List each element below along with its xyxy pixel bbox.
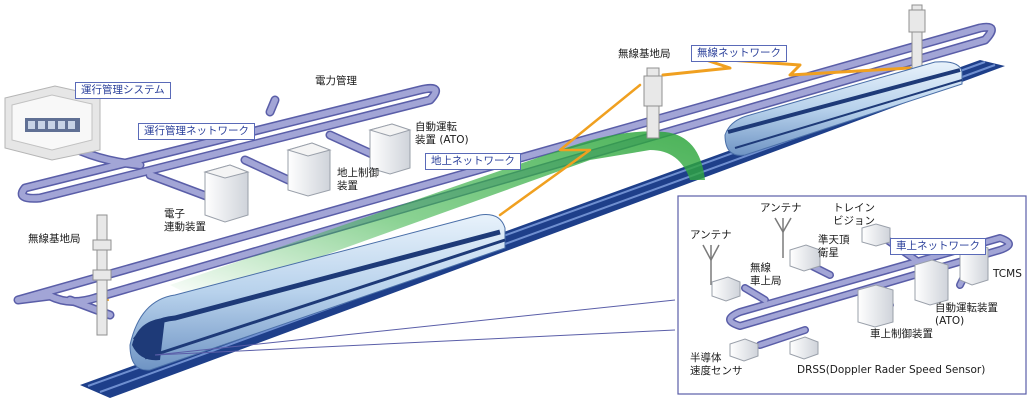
antenna-mid-label: アンテナ — [760, 202, 802, 214]
ground-ctrl-label-line2: 装置 — [337, 180, 358, 192]
drss-box — [789, 336, 819, 360]
onboard-ato-box — [914, 259, 949, 306]
radio-station-left-label: 無線基地局 — [28, 233, 81, 245]
onboard-radio-box — [711, 276, 741, 302]
ground-ato-label-line1: 自動運転 — [415, 121, 457, 133]
tower-middle — [643, 67, 663, 139]
ground-ato-box — [368, 123, 412, 175]
ground-network-label: 地上ネットワーク — [425, 153, 521, 170]
train-near — [129, 214, 506, 371]
antenna-left-label: アンテナ — [690, 229, 732, 241]
train-vision-label-line1: トレイン — [833, 202, 875, 214]
onboard-ato-label: 自動運転装置 (ATO) — [935, 302, 998, 328]
power-mgmt-label: 電力管理 — [315, 75, 357, 87]
antenna-mid-icon — [774, 217, 792, 258]
callout-lines — [154, 299, 676, 356]
ground-network-band — [170, 131, 705, 300]
speed-sensor-label: 半導体 速度センサ — [690, 352, 743, 378]
onboard-radio-label-line2: 車上局 — [750, 275, 782, 287]
ground-control-box — [286, 142, 332, 197]
radio-towers — [92, 4, 926, 336]
onboard-network-label: 車上ネットワーク — [890, 238, 986, 255]
qzss-label-line2: 衛星 — [818, 247, 839, 259]
onboard-radio-label: 無線 車上局 — [750, 262, 782, 288]
wireless-network-label: 無線ネットワーク — [691, 45, 787, 62]
ground-equipment — [203, 123, 412, 223]
interlocking-box — [203, 164, 250, 223]
ground-ctrl-label: 地上制御 装置 — [337, 167, 379, 193]
train-vision-label: トレイン ビジョン — [833, 202, 875, 228]
ground-ctrl-label-line1: 地上制御 — [337, 167, 379, 179]
train-far — [724, 61, 963, 156]
qzss-label-line1: 準天頂 — [818, 234, 850, 246]
radio-station-top-label: 無線基地局 — [618, 48, 671, 60]
onboard-ato-label-line2: (ATO) — [935, 315, 965, 327]
interlock-label: 電子 連動装置 — [164, 208, 206, 234]
onboard-ctrl-box — [857, 284, 894, 328]
speed-sensor-label-line1: 半導体 — [690, 352, 722, 364]
tcms-label: TCMS — [993, 268, 1022, 280]
ground-ato-label: 自動運転 装置 (ATO) — [415, 121, 469, 147]
interlock-label-line1: 電子 — [164, 208, 185, 220]
onboard-ctrl-label: 車上制御装置 — [870, 328, 933, 340]
speed-sensor-box — [729, 338, 759, 362]
traffic-mgmt-network-label: 運行管理ネットワーク — [138, 123, 255, 140]
onboard-ato-label-line1: 自動運転装置 — [935, 302, 998, 314]
ground-ato-label-line2: 装置 (ATO) — [415, 134, 469, 146]
traffic-mgmt-system-label: 運行管理システム — [75, 82, 171, 99]
onboard-radio-label-line1: 無線 — [750, 262, 771, 274]
train-vision-label-line2: ビジョン — [833, 215, 875, 227]
control-center-building — [4, 85, 101, 161]
speed-sensor-label-line2: 速度センサ — [690, 365, 743, 377]
qzss-box — [789, 244, 821, 272]
onboard-antennas — [702, 217, 792, 285]
drss-label: DRSS(Doppler Rader Speed Sensor) — [797, 364, 986, 376]
interlock-label-line2: 連動装置 — [164, 221, 206, 233]
antenna-left-icon — [702, 244, 720, 285]
qzss-label: 準天頂 衛星 — [818, 234, 850, 260]
tower-left — [92, 214, 112, 336]
